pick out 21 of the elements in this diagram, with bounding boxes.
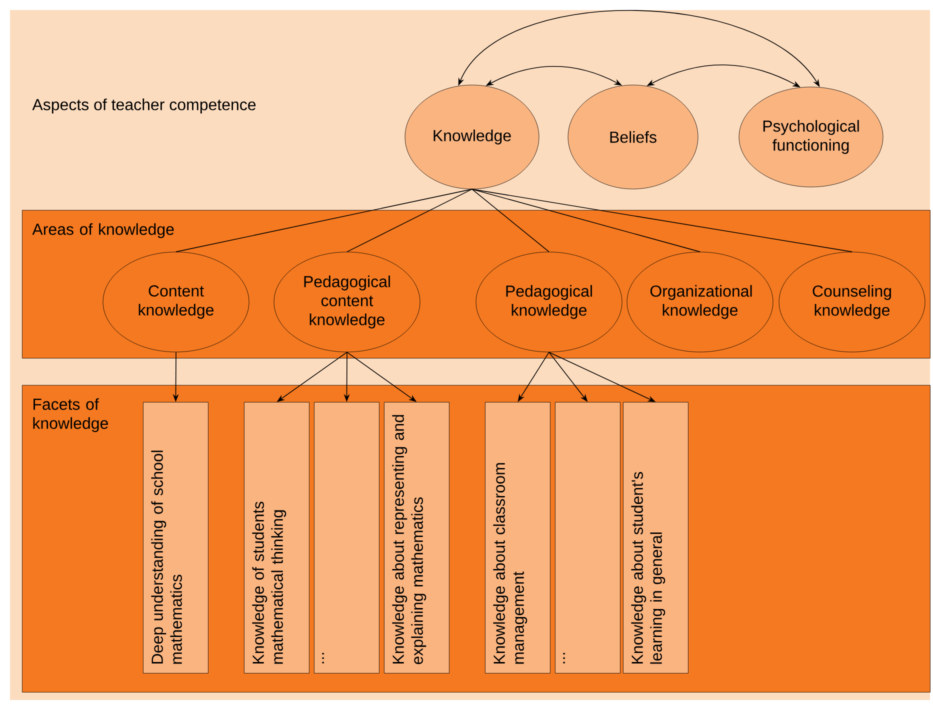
facet-box: Knowledge about student's learning in general: [623, 402, 688, 674]
connector: [472, 188, 700, 252]
connector: [346, 188, 472, 252]
facet-box: Knowledge about representing and explaining mathematics: [384, 402, 450, 674]
facet-box: ...: [314, 402, 380, 674]
ellipse-node: Counseling knowledge: [778, 252, 926, 352]
ellipse-node: Content knowledge: [102, 252, 250, 352]
facet-box: Deep understanding of school mathematics: [143, 402, 208, 674]
ellipse-node: Pedagogical content knowledge: [274, 252, 420, 352]
connector: [472, 188, 852, 252]
ellipse-node: Beliefs: [568, 84, 698, 190]
facet-box: ...: [555, 402, 620, 674]
facet-box: Knowledge about classroom management: [485, 402, 550, 674]
facet-box: Knowledge of students mathematical thinking: [244, 402, 310, 674]
heading: Aspects of teacher competence: [32, 98, 256, 114]
ellipse-node: Psychological functioning: [738, 86, 884, 188]
ellipse-node: Organizational knowledge: [626, 252, 774, 352]
connector: [176, 188, 472, 252]
ellipse-node: Pedagogical knowledge: [476, 252, 622, 352]
ellipse-node: Knowledge: [404, 84, 540, 190]
connector: [472, 188, 550, 252]
